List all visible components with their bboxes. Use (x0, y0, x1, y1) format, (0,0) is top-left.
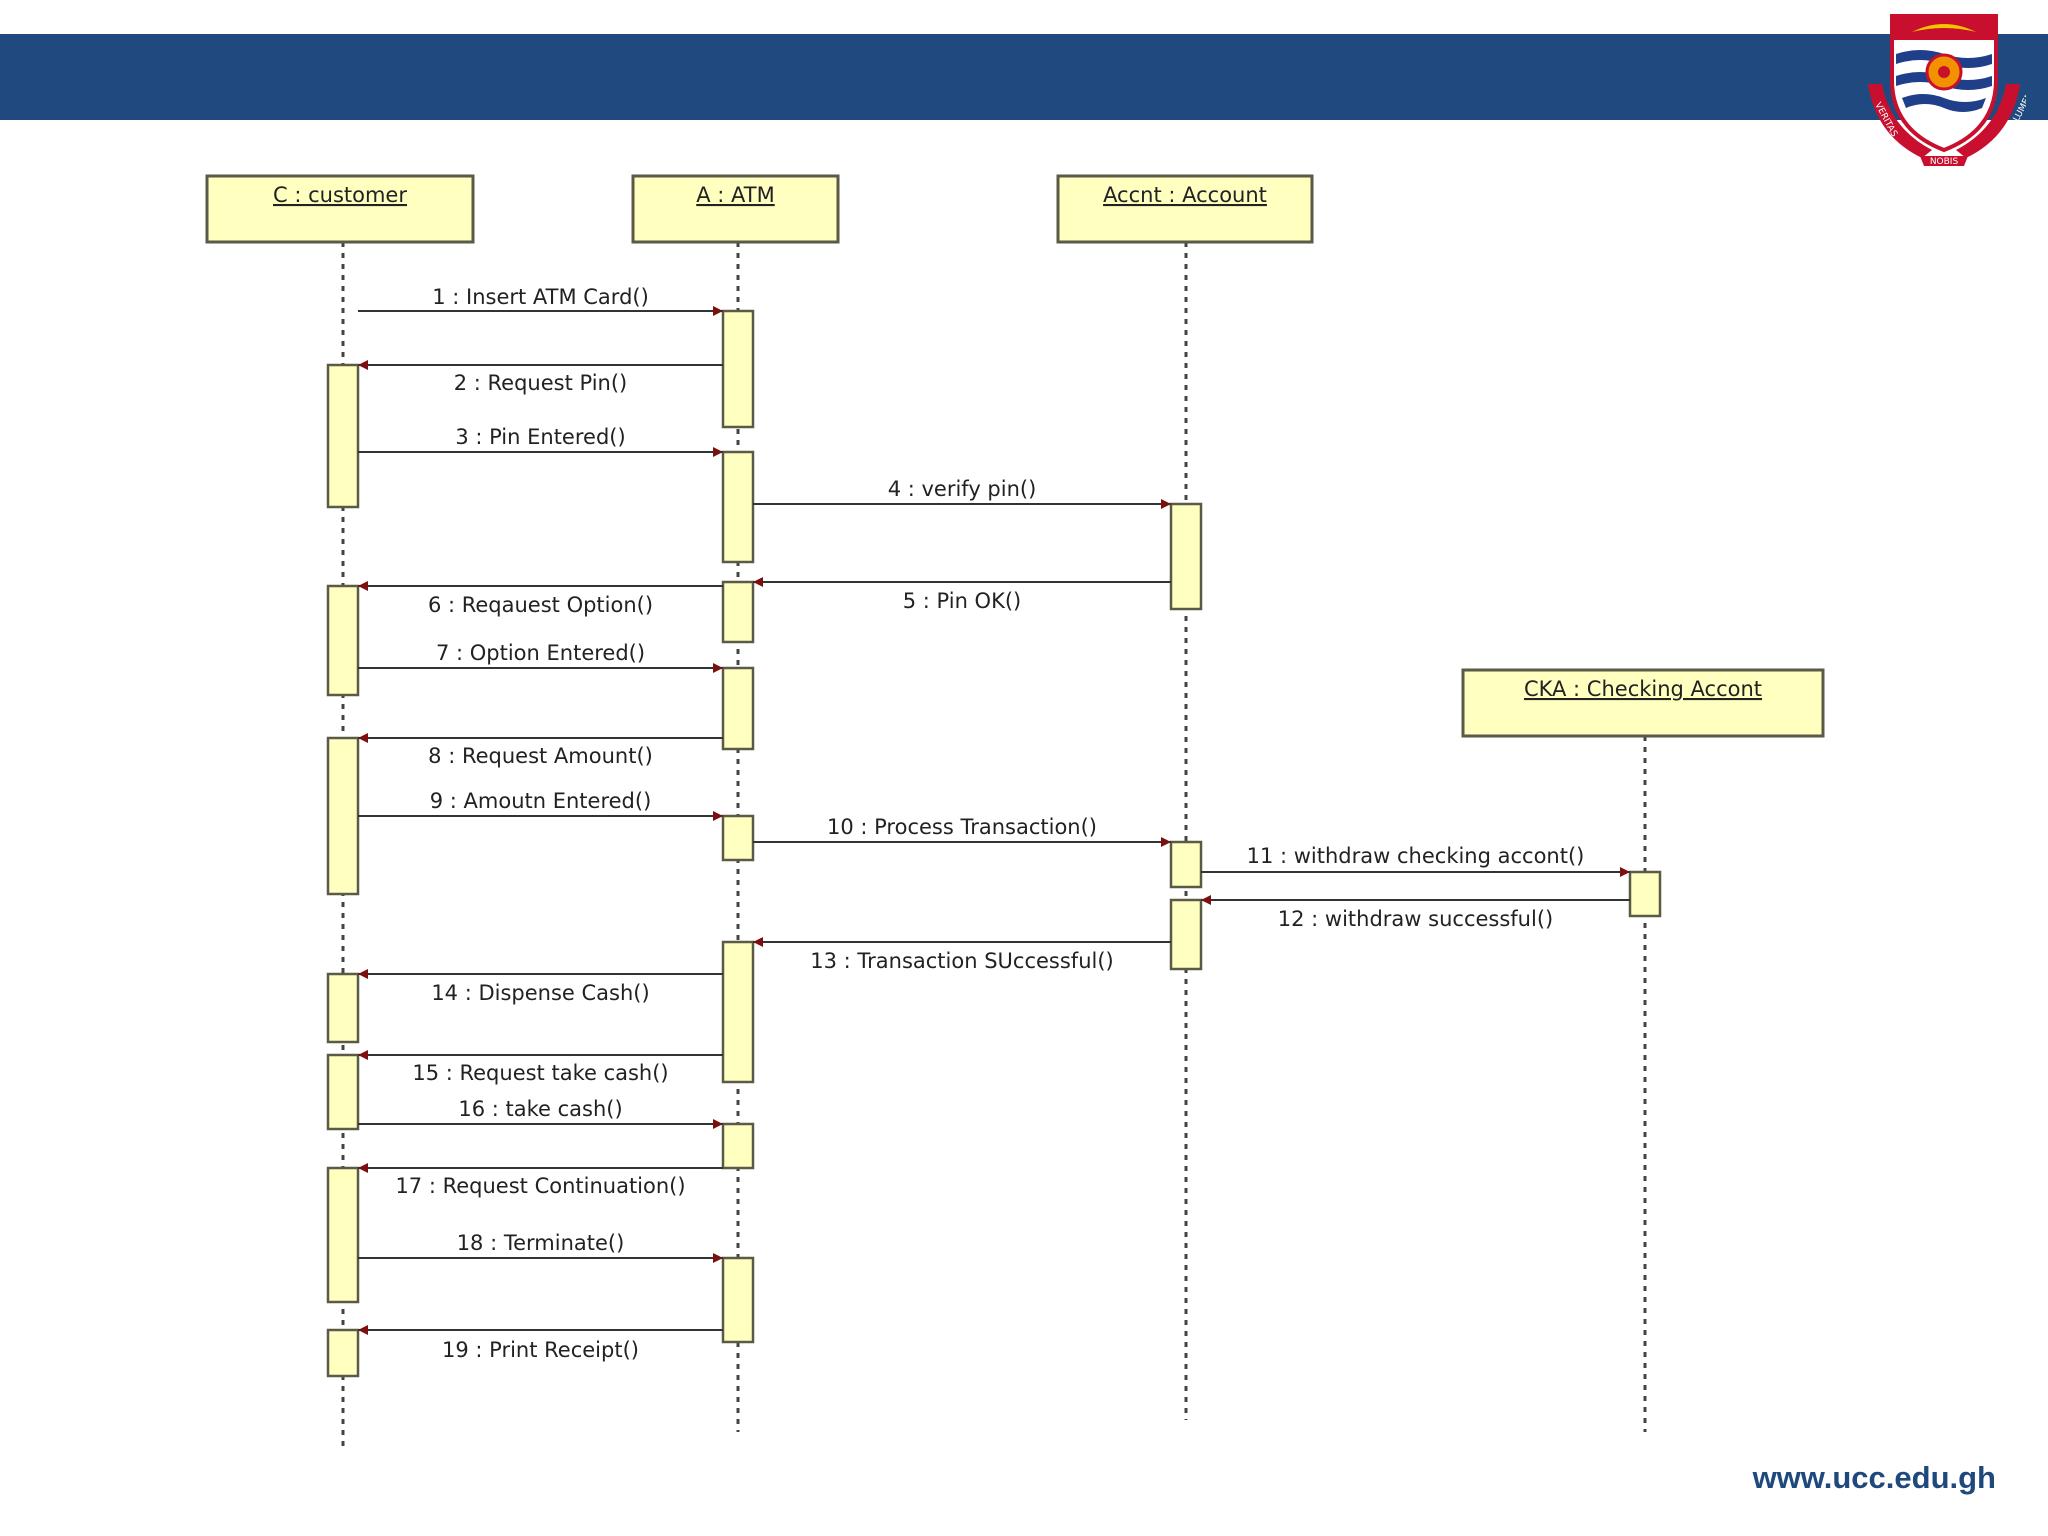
lifeline-label-account: Accnt : Account (1103, 183, 1267, 207)
lifeline-head-checking (1461, 668, 1825, 738)
crest-motto-center: NOBIS (1930, 157, 1959, 167)
lifeline-head-account (1056, 174, 1314, 244)
message-label: 13 : Transaction SUccessful() (810, 949, 1113, 973)
activation-bar (721, 1122, 755, 1170)
activation-bar (326, 1328, 360, 1378)
message-label: 3 : Pin Entered() (455, 425, 625, 449)
lifeline-head-atm (631, 174, 840, 244)
activation-bar (326, 1053, 360, 1131)
activation-bar (326, 1166, 360, 1304)
activation-bar (721, 309, 755, 429)
activation-bar (721, 940, 755, 1084)
activation-bar (721, 1256, 755, 1344)
message-label: 16 : take cash() (458, 1097, 622, 1121)
message-label: 11 : withdraw checking accont() (1247, 844, 1585, 868)
messages: 1 : Insert ATM Card() 2 : Request Pin() 3 … (358, 285, 1630, 1362)
activation-bar (326, 363, 360, 509)
footer-url[interactable]: www.ucc.edu.gh (1752, 1460, 1996, 1495)
message-label: 4 : verify pin() (888, 477, 1037, 501)
message-label: 18 : Terminate() (457, 1231, 625, 1255)
activation-bar (326, 972, 360, 1044)
activation-bar (326, 736, 360, 896)
message-label: 5 : Pin OK() (903, 589, 1022, 613)
message-label: 6 : Reqauest Option() (428, 593, 653, 617)
activation-bars (326, 309, 1662, 1378)
activation-bar (1628, 870, 1662, 918)
lifeline-head-customer (205, 174, 475, 244)
lifeline-label-checking: CKA : Checking Accont (1524, 677, 1762, 701)
activation-bar (721, 450, 755, 564)
message-label: 8 : Request Amount() (428, 744, 653, 768)
activation-bar (1169, 840, 1203, 889)
message-label: 7 : Option Entered() (436, 641, 645, 665)
message-label: 14 : Dispense Cash() (431, 981, 649, 1005)
message-label: 19 : Print Receipt() (442, 1338, 639, 1362)
activation-bar (1169, 898, 1203, 971)
lifeline-label-atm: A : ATM (696, 183, 774, 207)
university-crest-icon: VERITAS NOBIS LUMEN (1868, 14, 2026, 167)
activation-bar (1169, 502, 1203, 611)
activation-bar (721, 666, 755, 751)
message-label: 17 : Request Continuation() (395, 1174, 685, 1198)
message-label: 1 : Insert ATM Card() (432, 285, 649, 309)
message-label: 9 : Amoutn Entered() (430, 789, 652, 813)
activation-bar (721, 580, 755, 644)
activation-bar (721, 814, 755, 862)
header-bar (0, 34, 2048, 120)
lifeline-label-customer: C : customer (273, 183, 407, 207)
message-label: 15 : Request take cash() (412, 1061, 668, 1085)
activation-bar (326, 584, 360, 697)
message-label: 2 : Request Pin() (454, 371, 628, 395)
message-label: 12 : withdraw successful() (1278, 907, 1553, 931)
message-label: 10 : Process Transaction() (827, 815, 1097, 839)
